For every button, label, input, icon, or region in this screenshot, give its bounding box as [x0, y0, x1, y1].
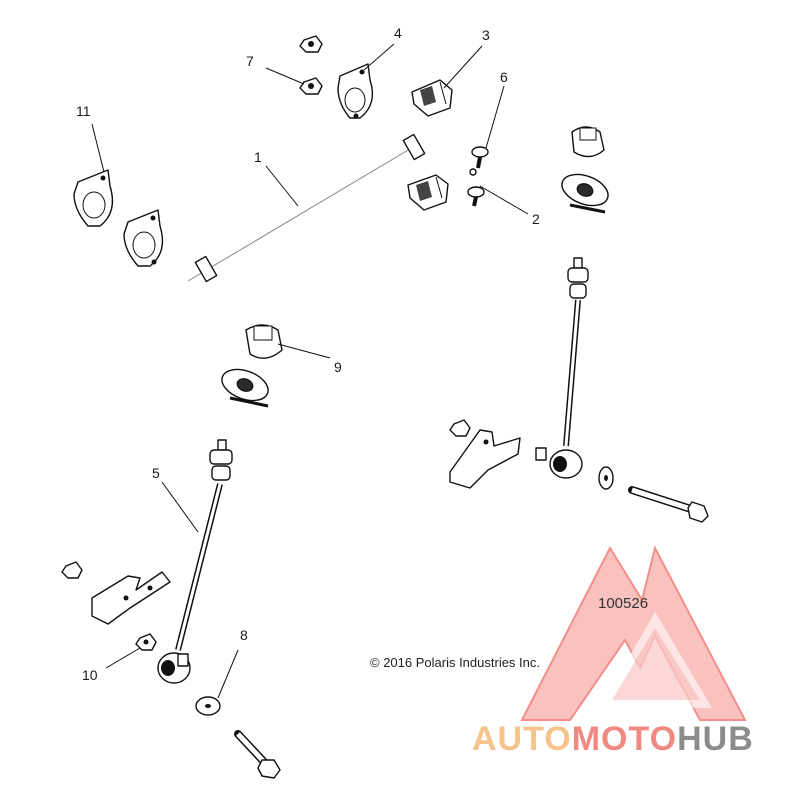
callout-1: 1 [254, 149, 262, 165]
callout-9: 9 [334, 359, 342, 375]
callout-5: 5 [152, 465, 160, 481]
bolt-2 [467, 168, 485, 207]
bushing-lower [407, 174, 449, 211]
bar-end-right [561, 173, 609, 214]
callout-11: 11 [76, 103, 91, 119]
washer-8 [195, 696, 221, 716]
callout-4: 4 [394, 25, 402, 41]
watermark-logo [520, 545, 747, 721]
nut-top [299, 35, 323, 53]
copyright-notice: © 2016 Polaris Industries Inc. [370, 655, 540, 670]
bushing-upper [411, 79, 453, 117]
callout-6: 6 [500, 69, 508, 85]
link-left [157, 439, 233, 684]
link-right [535, 257, 589, 479]
watermark-moto: MOTO [572, 720, 677, 758]
watermark-hub: HUB [677, 720, 754, 758]
nut-left-top [61, 561, 83, 579]
bolt-6 [471, 146, 489, 169]
nut-right [449, 419, 471, 437]
leader-lines [91, 43, 529, 699]
figure-number: 100526 [598, 595, 648, 612]
bracket-right [449, 429, 521, 489]
watermark-auto: AUTO [472, 720, 572, 758]
watermark-brand: AUTOMOTOHUB [472, 720, 754, 758]
callout-7: 7 [246, 53, 254, 69]
clamp-upper [337, 63, 374, 119]
bracket-left [91, 571, 171, 625]
callout-8: 8 [240, 627, 248, 643]
callout-10: 10 [82, 667, 98, 683]
washer-right [598, 466, 614, 490]
nut-10 [135, 633, 157, 651]
nut-7 [299, 77, 323, 95]
bolt-left-long [234, 730, 281, 779]
stabilizer-bar [156, 113, 609, 408]
clamp-left-bottom [123, 209, 164, 267]
bar-end-left [221, 368, 269, 408]
bolt-right-long [628, 486, 709, 523]
bushing-round-right [571, 126, 605, 158]
clamp-left-top [73, 169, 114, 227]
callout-3: 3 [482, 27, 490, 43]
callout-2: 2 [532, 211, 540, 227]
bushing-round-9 [245, 324, 283, 359]
